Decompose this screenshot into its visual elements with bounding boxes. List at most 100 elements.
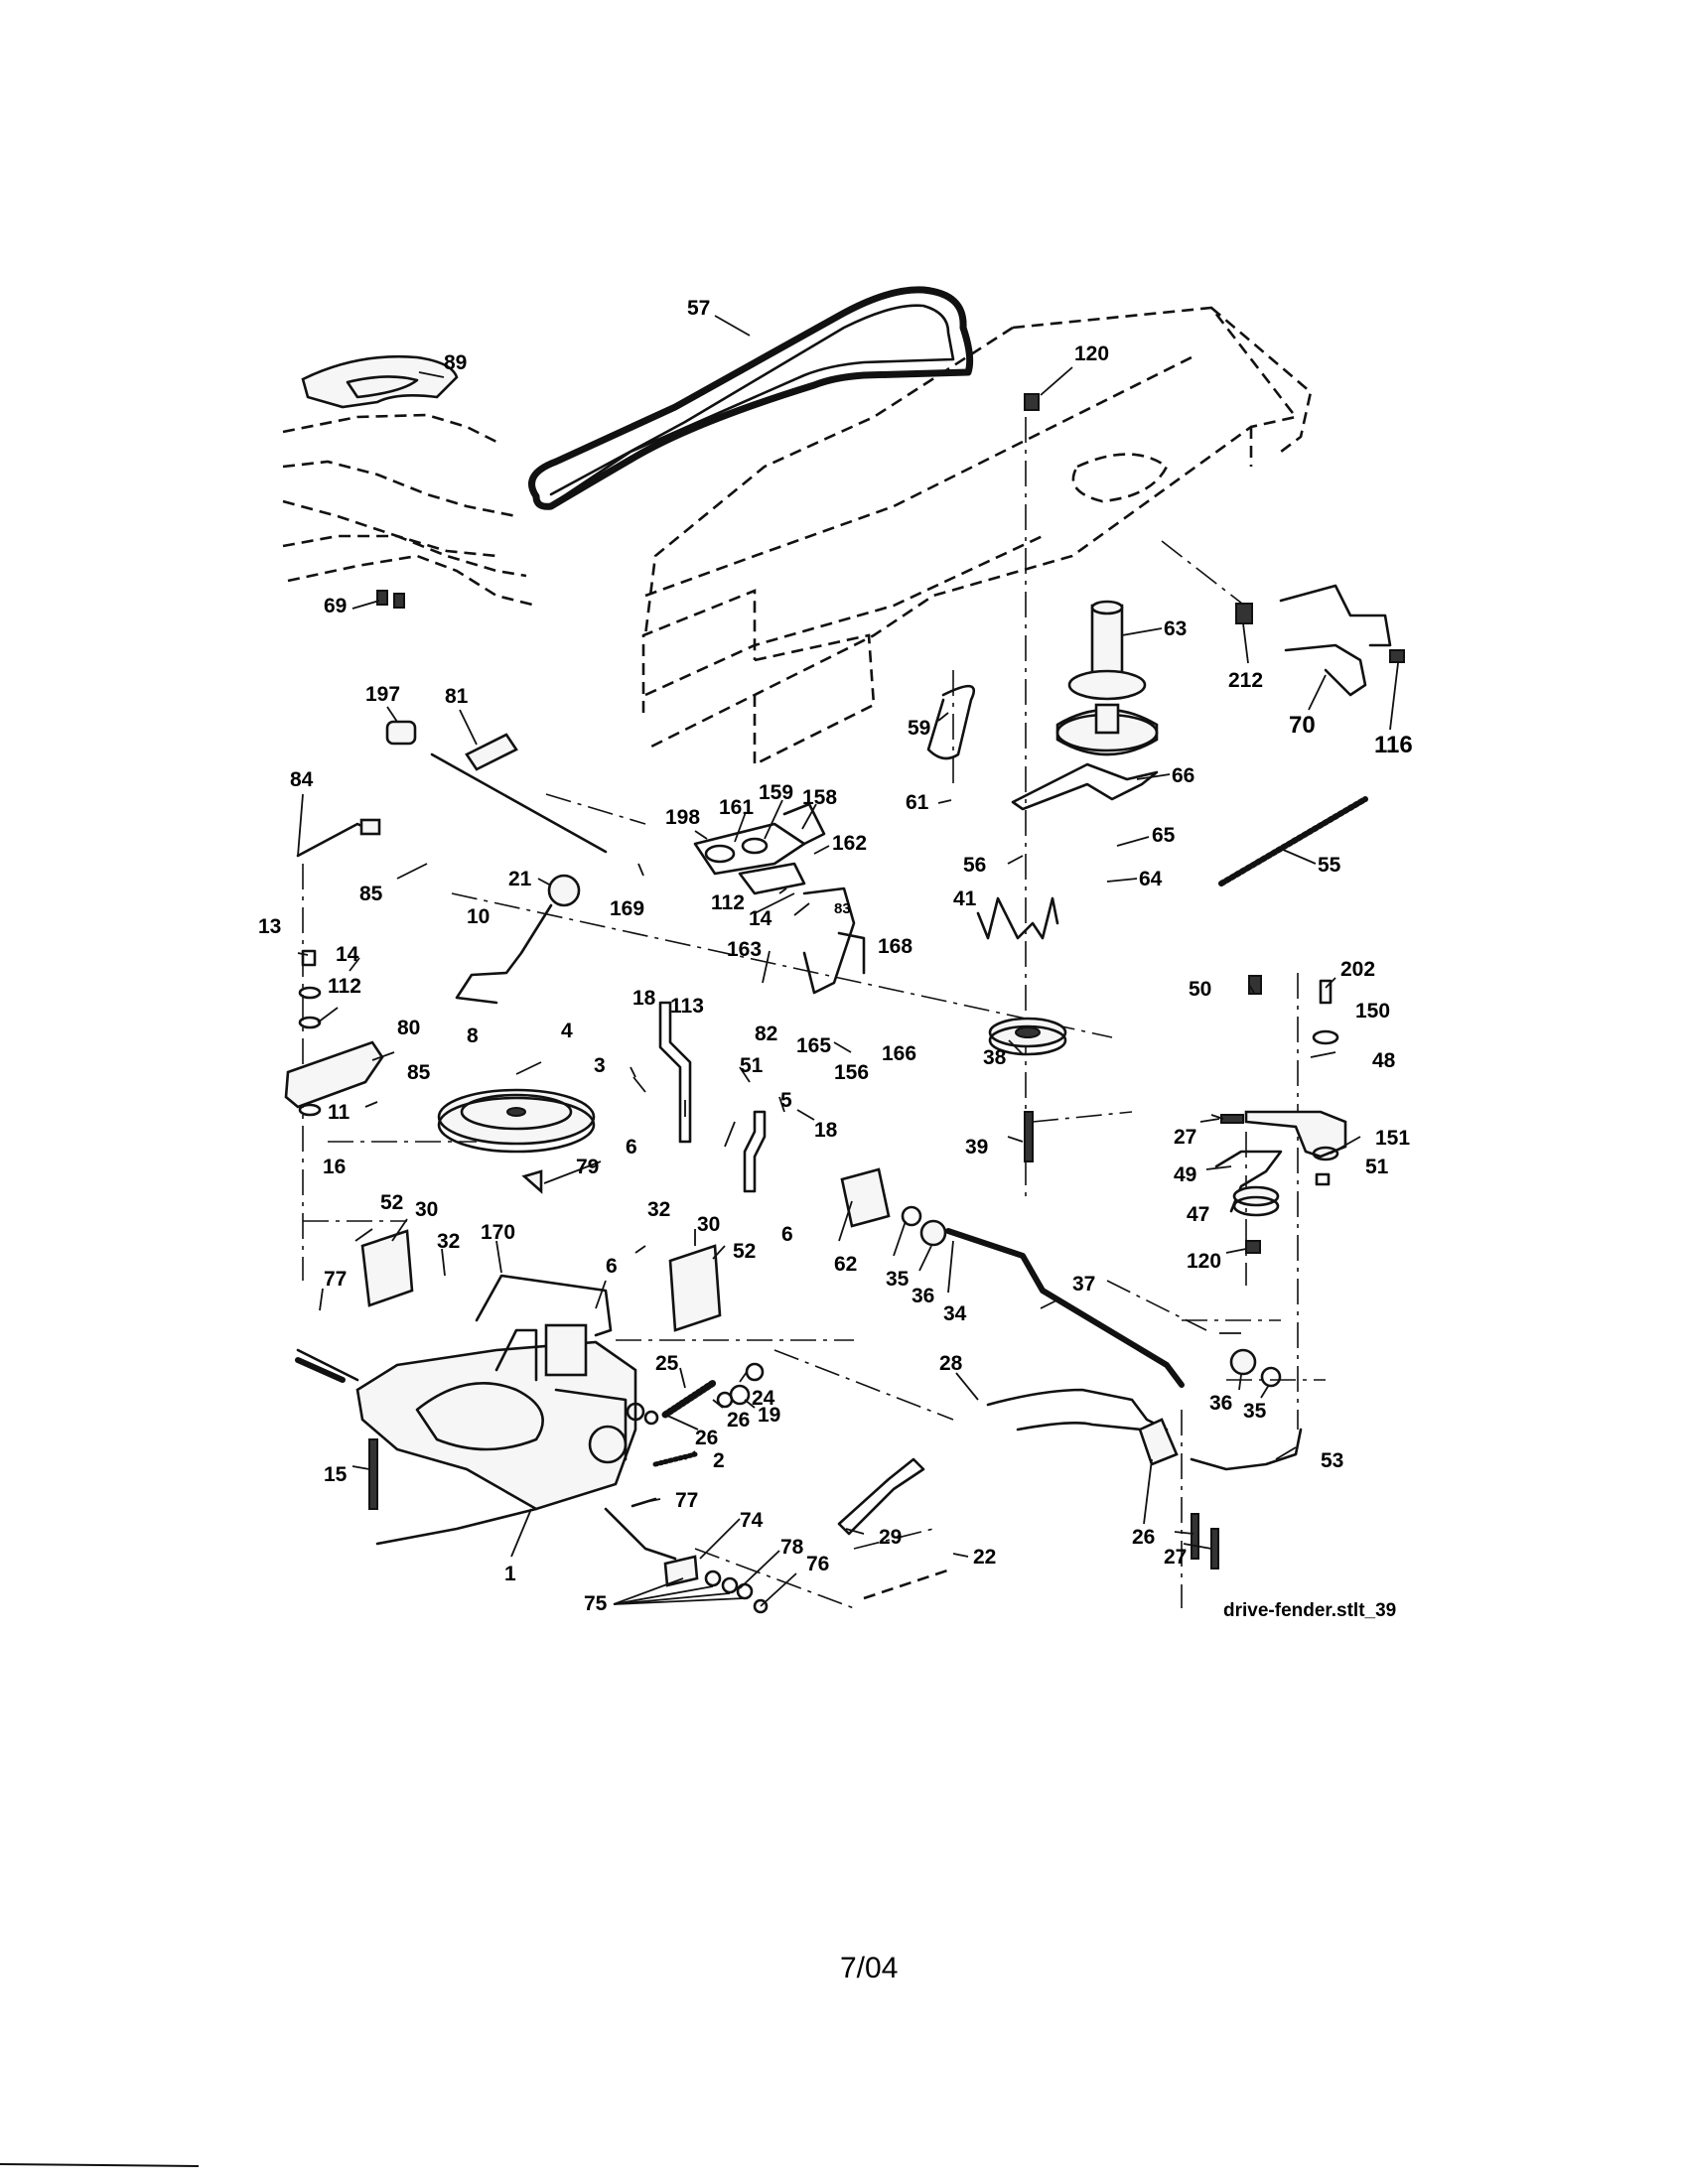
callout-47: 47 [1187,1203,1209,1226]
callout-198: 198 [665,806,700,829]
plate-80 [284,1040,384,1109]
spring-55 [1218,796,1368,887]
callout-79: 79 [576,1156,599,1178]
callout-36-left: 36 [912,1285,934,1307]
callout-51-mid: 51 [740,1054,764,1077]
callout-24: 24 [752,1387,775,1410]
callout-77-top: 77 [324,1268,347,1291]
rod-84 [296,822,372,858]
center-linkage [693,802,866,995]
bolt-39 [1024,1111,1034,1162]
bolt-15 [368,1438,378,1510]
callout-36-right: 36 [1209,1392,1232,1415]
seat-pan [301,354,459,409]
callout-59: 59 [908,717,930,740]
callout-78: 78 [780,1536,804,1559]
callout-32-mid: 32 [647,1198,670,1221]
callout-5: 5 [780,1089,792,1112]
callout-15: 15 [324,1463,348,1486]
callout-120-top: 120 [1074,342,1109,365]
callout-169: 169 [610,897,644,920]
callout-84: 84 [290,768,314,791]
transaxle-1 [295,1323,677,1561]
callout-6-bottom: 6 [606,1255,618,1278]
assembly-lines [302,417,1326,1609]
callout-3: 3 [594,1054,606,1077]
rod-53 [1190,1428,1303,1471]
callout-197: 197 [365,683,400,706]
callout-37: 37 [1072,1273,1095,1296]
callout-labels: 57 89 69 120 63 212 70 116 197 81 59 66 … [258,297,1413,1615]
callout-69: 69 [324,595,347,617]
drive-belt-inner [549,304,955,503]
callout-112-right: 112 [711,891,745,914]
callout-18-bottom: 18 [814,1119,838,1142]
callout-19: 19 [758,1404,780,1427]
bracket-48 [1244,1110,1347,1159]
callout-52-mid: 52 [733,1240,756,1263]
rod-81 [430,752,608,854]
callout-64: 64 [1139,868,1163,890]
callout-116: 116 [1374,732,1413,758]
lever-8 [455,903,553,1005]
callout-8: 8 [467,1024,479,1047]
main-pulley-3 [437,1088,596,1154]
brackets-30 [360,1229,722,1332]
callout-26-left: 26 [695,1427,718,1449]
callout-62: 62 [834,1253,857,1276]
callout-1: 1 [504,1563,516,1585]
callout-53: 53 [1321,1449,1343,1472]
bracket-70 [1284,643,1367,697]
callout-51-right: 51 [1365,1156,1389,1178]
bolts-27b [1210,1528,1219,1570]
bolt-116 [1389,649,1405,663]
callout-159: 159 [759,781,793,804]
bolts-27 [1191,1513,1199,1560]
bushing-62 [840,1167,891,1228]
callout-48: 48 [1372,1049,1396,1072]
callout-151: 151 [1375,1127,1410,1150]
washers-35-36 [901,1205,1282,1388]
fender-bolts [376,590,405,609]
callout-56: 56 [963,854,986,877]
callout-35-right: 35 [1243,1400,1267,1423]
callout-18-top: 18 [632,987,656,1010]
callout-85-top: 85 [359,883,383,905]
knob-21 [547,874,581,907]
callout-55: 55 [1318,854,1341,877]
bracket-26-right [1138,1418,1179,1466]
callout-30-mid: 30 [697,1213,720,1236]
callout-27-bottom: 27 [1164,1546,1187,1569]
axle-hardware-75 [663,1555,769,1614]
callout-77-bottom: 77 [675,1489,698,1512]
washers-left [298,949,322,1117]
callout-6-mid: 6 [781,1223,793,1246]
callout-21: 21 [508,868,532,890]
bracket-5 [743,1110,767,1193]
callout-29: 29 [879,1526,902,1549]
callout-26-right: 26 [1132,1526,1155,1549]
callout-89: 89 [444,351,467,374]
shaft-34 [945,1228,1185,1388]
callout-28: 28 [939,1352,963,1375]
hardware-lower [626,1362,765,1426]
callout-41: 41 [953,887,977,910]
seat-pan-slot [346,375,419,399]
drawing-file-reference: drive-fender.stlt_39 [1223,1600,1397,1621]
callout-70: 70 [1289,712,1316,739]
rod-22 [863,1567,954,1600]
rod-81-tab [465,733,518,771]
callout-212: 212 [1228,669,1263,692]
callout-82: 82 [755,1023,777,1045]
callout-22: 22 [973,1546,996,1569]
idler-arm-66 [1011,762,1159,811]
callout-63: 63 [1164,617,1187,640]
callout-30-left: 30 [415,1198,438,1221]
key-79 [521,1169,543,1194]
pulley-47 [1232,1185,1280,1217]
nut-212 [1235,603,1253,624]
callout-170: 170 [481,1221,515,1244]
callout-57: 57 [687,297,710,320]
upper-pulley-assembly [1055,600,1159,756]
callout-65: 65 [1152,824,1176,847]
